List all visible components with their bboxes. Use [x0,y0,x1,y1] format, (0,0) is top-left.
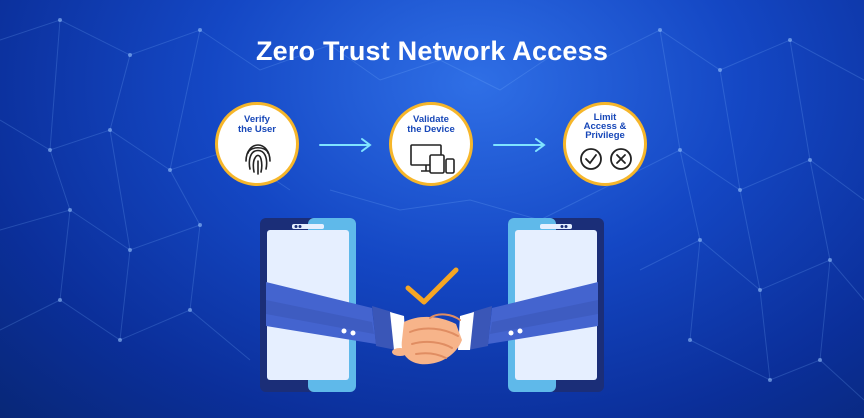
step-label-line1: Validate [413,114,449,125]
step-limit-access: Limit Access & Privilege [563,102,647,186]
fingerprint-icon [245,144,271,175]
page-title: Zero Trust Network Access [255,36,609,66]
arrow-right-icon [319,138,372,152]
step-label-line1: Limit [593,112,617,123]
handshake-icon [392,313,462,365]
checkmark-icon [405,267,459,305]
step-label-line2: Access & [583,121,627,132]
step-label-line2: the Device [407,124,455,135]
step-validate-device: Validate the Device [389,102,473,186]
step-label-line2: the User [237,124,276,135]
step-label-line3: Privilege [585,130,625,141]
arrow-right-icon [493,138,546,152]
devices-icon [410,144,455,174]
step-label-line1: Verify [244,114,270,125]
check-cross-icon [580,148,632,170]
step-verify-user: Verify the User [215,102,299,186]
